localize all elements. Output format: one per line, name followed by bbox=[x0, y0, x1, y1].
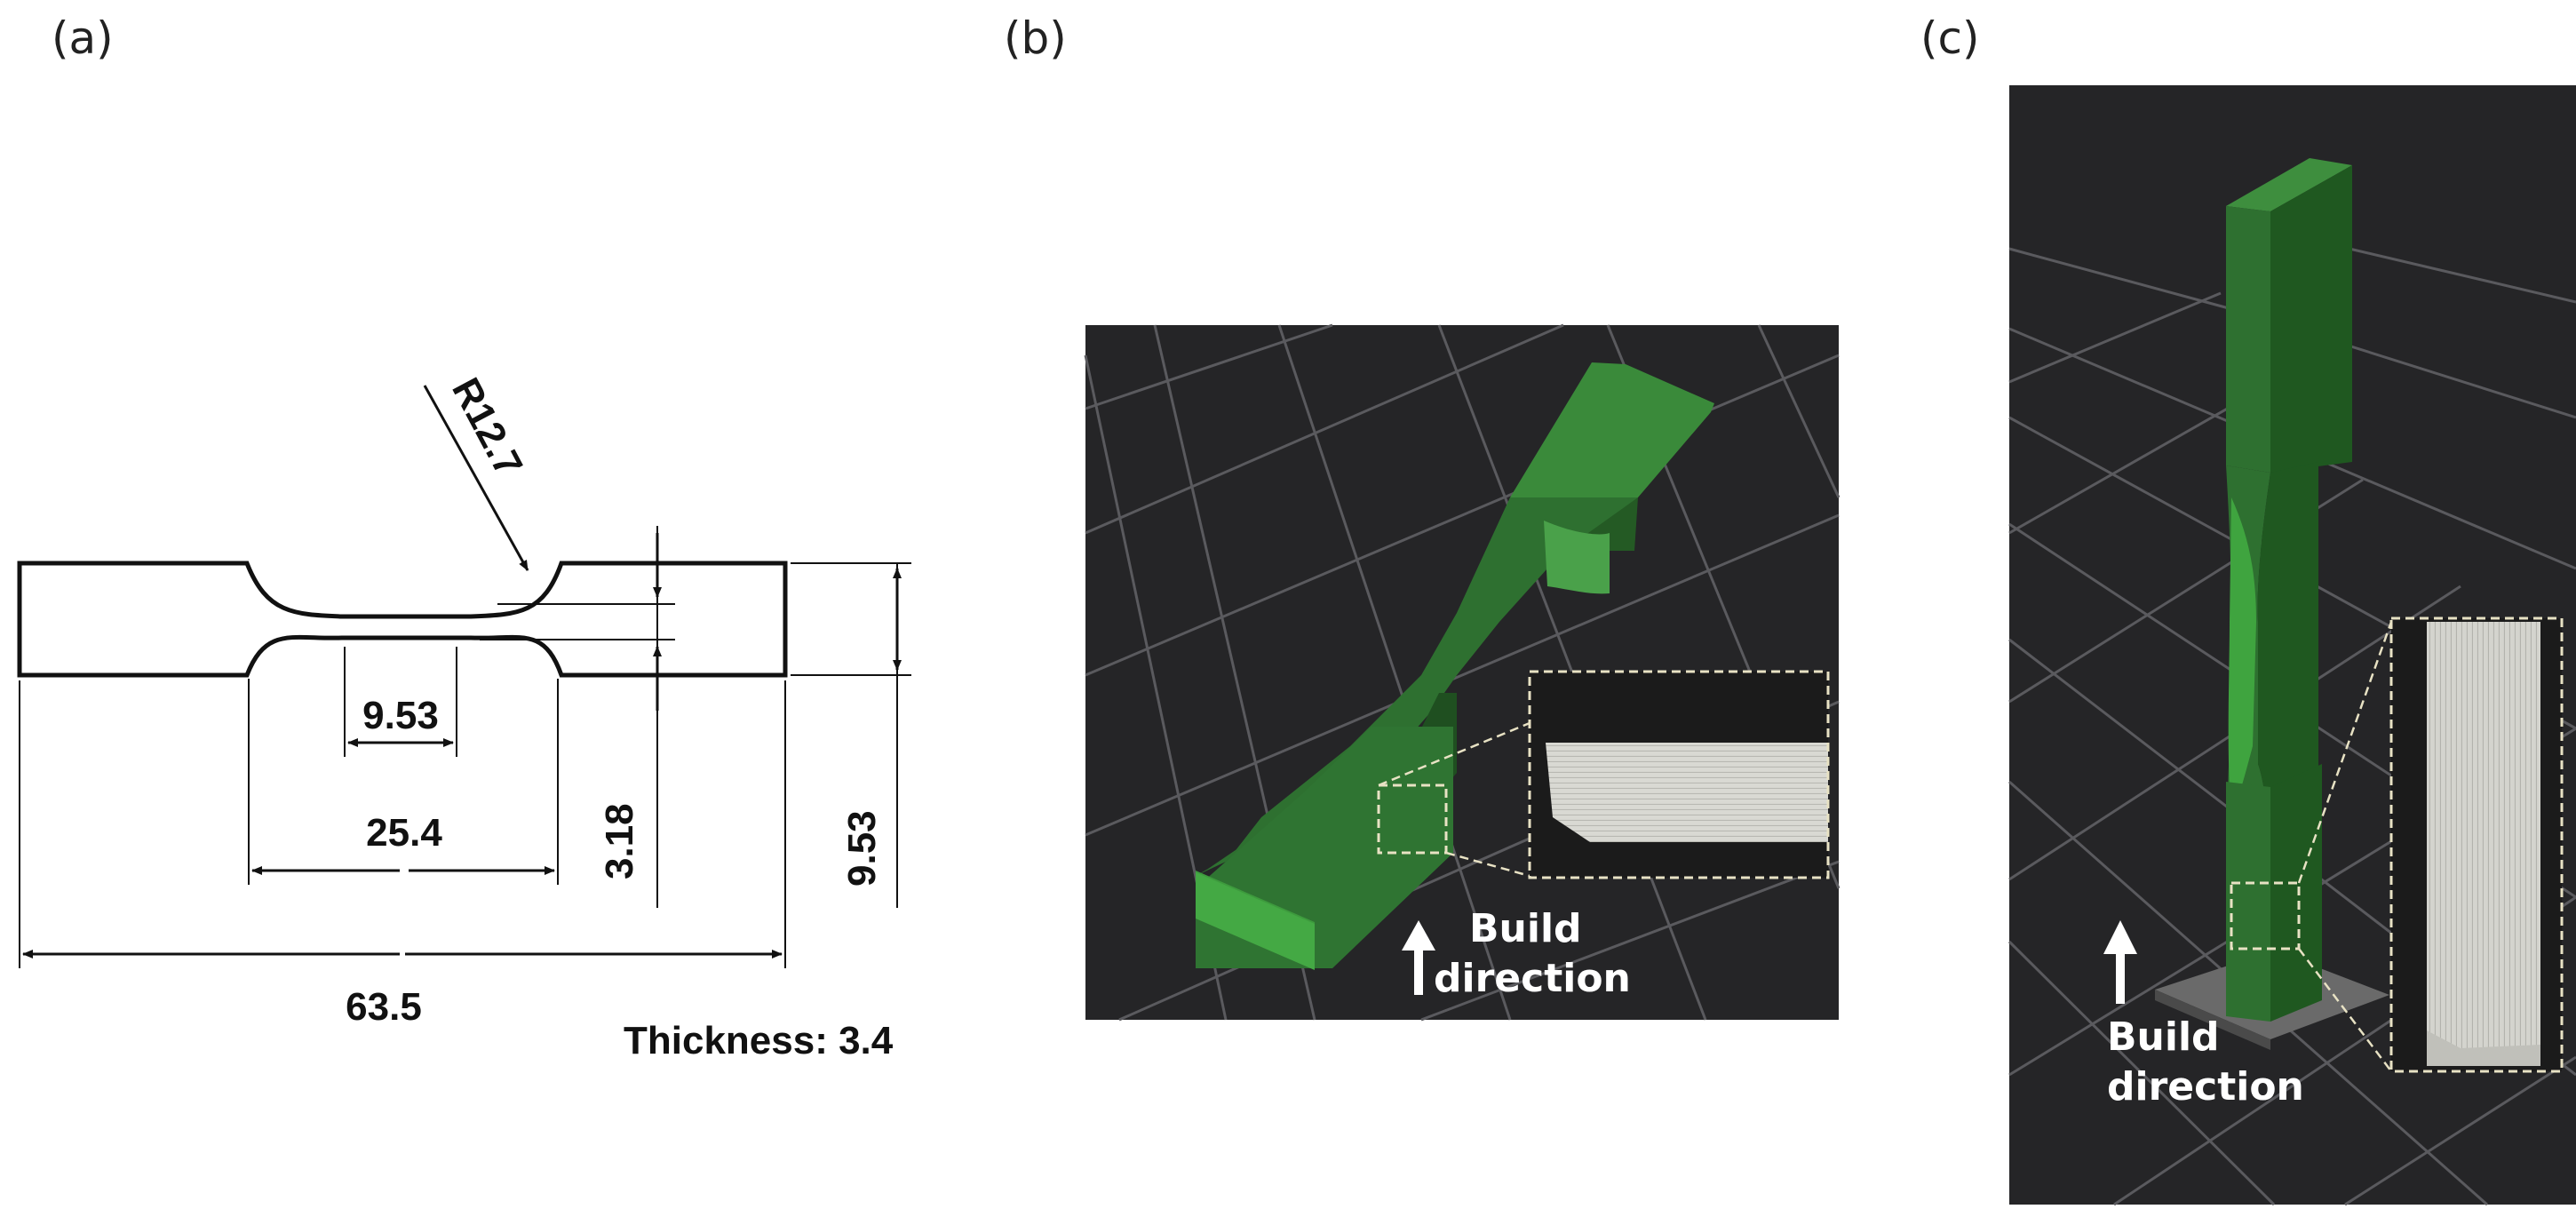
specimen-c bbox=[2226, 158, 2352, 1022]
layer-inset-b bbox=[1528, 670, 1830, 879]
dogbone-outline bbox=[17, 561, 788, 678]
dim-grip-width: 9.53 bbox=[840, 810, 884, 887]
panel-label-b: (b) bbox=[1004, 12, 1067, 64]
zoom-box-c bbox=[2230, 881, 2301, 951]
dim-gauge-width: 3.18 bbox=[598, 803, 641, 879]
build-label-b-line2: direction bbox=[1434, 956, 1631, 1001]
build-direction-b: Build direction bbox=[1402, 906, 1631, 1001]
dim-radius: R12.7 bbox=[443, 371, 530, 484]
dim-reduced-section: 25.4 bbox=[366, 811, 442, 855]
build-direction-c: Build direction bbox=[2103, 920, 2304, 1110]
panel-b-render: Build direction bbox=[1084, 323, 1841, 1022]
panel-label-a: (a) bbox=[52, 12, 114, 64]
dim-gauge-length: 9.53 bbox=[362, 694, 439, 737]
build-label-b-line1: Build bbox=[1469, 906, 1582, 951]
thickness-label: Thickness: 3.4 bbox=[624, 1019, 894, 1062]
build-label-c-line1: Build bbox=[2107, 1014, 2220, 1060]
panel-c-render: Build direction bbox=[2008, 85, 2576, 1206]
panel-a-drawing: R12.7 3.18 9.53 25.4 9.53 63.5 bbox=[17, 371, 911, 1062]
build-label-c-line2: direction bbox=[2107, 1064, 2304, 1110]
layer-inset-c bbox=[2389, 616, 2564, 1073]
panel-label-c: (c) bbox=[1920, 12, 1980, 64]
zoom-box-b bbox=[1377, 783, 1448, 855]
specimen-b bbox=[1196, 362, 1714, 970]
dim-overall-length: 63.5 bbox=[346, 985, 422, 1029]
